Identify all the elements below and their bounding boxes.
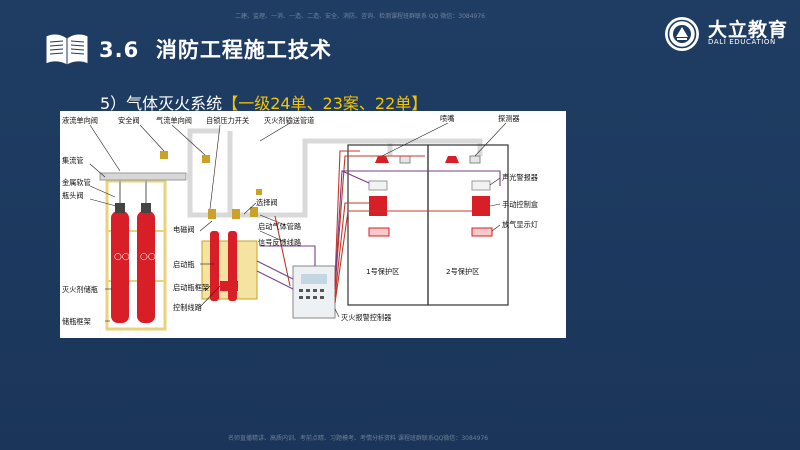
label-manual-control-box: 手动控制盒 (502, 200, 538, 209)
label-metal-hose: 金属软管 (62, 178, 91, 187)
label-detector: 探测器 (498, 114, 520, 123)
top-watermark: 二建、监理、一消、一造、二造、安全、消防、咨询、检测课程班群联系 QQ 微信：3… (235, 13, 485, 20)
label-header-pipe: 集流管 (62, 156, 84, 165)
svg-text:○○: ○○ (114, 252, 130, 262)
label-start-gas-line: 启动气体管路 (258, 222, 301, 231)
label-start-bottle-rack: 启动瓶框架 (173, 283, 209, 292)
label-gas-check-valve: 气流单向阀 (156, 116, 192, 125)
detector-zone2 (469, 155, 481, 164)
label-zone1: 1号保护区 (366, 267, 399, 276)
label-zone2: 2号保护区 (446, 267, 479, 276)
section-number: 3.6 (99, 38, 140, 62)
nozzle-zone2 (445, 156, 459, 163)
logo-english: DALI EDUCATION (708, 38, 776, 46)
start-bottle-left (210, 231, 219, 301)
label-agent-pipe: 灭火剂输送管道 (264, 116, 314, 125)
label-sound-light-alarm: 声光警报器 (502, 173, 538, 182)
label-self-lock-switch: 自锁压力开关 (206, 116, 249, 125)
subtitle-highlight: 【一级24单、23案、22单】 (222, 94, 428, 113)
bottom-watermark: 名师直播精讲、高质内训、考前点睛、习题模考、考情分析资料 课程班群联系QQ微信：… (228, 435, 489, 442)
header-pipe (99, 172, 187, 181)
label-discharge-light: 放气显示灯 (502, 220, 538, 229)
label-collector-check-valve: 液流单向阀 (62, 116, 98, 125)
label-bottle-valve: 瓶头阀 (62, 191, 84, 200)
label-control-line: 控制线路 (173, 303, 202, 312)
label-start-bottle: 启动瓶 (173, 260, 195, 269)
protected-zone-1 (347, 144, 429, 306)
logo-name: 大立教育 (708, 19, 789, 41)
agent-cylinder-left: ○○ (111, 203, 130, 323)
dali-logo-icon (665, 17, 699, 51)
start-bottle-right (228, 231, 237, 301)
label-cylinder-rack: 储瓶框架 (62, 317, 91, 326)
section-title: 消防工程施工技术 (155, 38, 332, 62)
manual-control-box-zone2 (472, 196, 490, 216)
protected-zone-2 (427, 144, 509, 306)
manual-control-box-zone1 (369, 196, 387, 216)
label-selector-valve: 选择阀 (256, 198, 278, 207)
detector-zone1 (399, 155, 411, 164)
label-alarm-controller: 灭火报警控制器 (341, 313, 391, 322)
subtitle-text: 5）气体灭火系统 (100, 94, 223, 113)
label-feedback-line: 信号反馈线路 (258, 238, 301, 247)
agent-cylinder-right: ○○ (137, 203, 156, 323)
label-solenoid-valve: 电磁阀 (173, 225, 195, 234)
page-title: 3.6 消防工程施工技术 (99, 34, 332, 64)
gas-extinguishing-system-diagram: ○○ ○○ (60, 111, 566, 338)
agent-pipe (186, 128, 483, 218)
svg-text:○○: ○○ (140, 252, 156, 262)
cylinder-rack (105, 179, 167, 331)
label-agent-cylinder: 灭火剂储瓶 (62, 285, 98, 294)
label-safety-valve: 安全阀 (118, 116, 140, 125)
book-icon (45, 33, 89, 66)
nozzle-zone1 (375, 156, 389, 163)
subtitle: 5）气体灭火系统【一级24单、23案、22单】 (100, 90, 427, 114)
label-nozzle: 喷嘴 (440, 114, 454, 123)
